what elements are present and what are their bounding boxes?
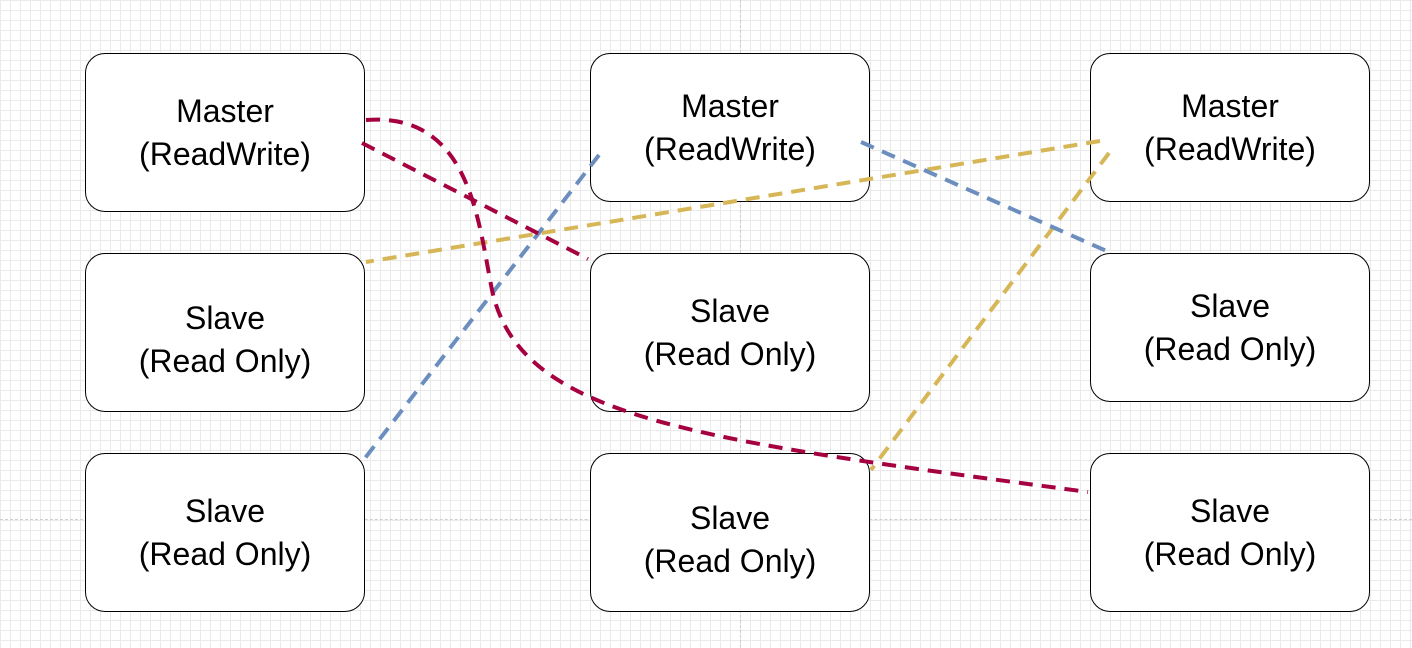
slave-node-2a[interactable]: Slave (Read Only) <box>590 253 870 412</box>
node-subtitle: (Read Only) <box>138 535 312 572</box>
node-title: Slave <box>184 299 266 336</box>
node-subtitle: (Read Only) <box>138 342 312 379</box>
connector-crimson-m1-s2a[interactable] <box>361 141 589 261</box>
slave-node-3a[interactable]: Slave (Read Only) <box>1090 253 1370 402</box>
node-title: Master <box>176 92 274 129</box>
master-node-3[interactable]: Master (ReadWrite) <box>1090 53 1370 202</box>
node-title: Master <box>681 87 779 124</box>
slave-node-1a[interactable]: Slave (Read Only) <box>85 253 365 412</box>
node-subtitle: (ReadWrite) <box>139 135 311 172</box>
node-title: Slave <box>1189 287 1271 324</box>
connector-blue-m2-s3a[interactable] <box>860 140 1112 255</box>
node-subtitle: (Read Only) <box>643 335 817 372</box>
connector-blue-m2-s1b[interactable] <box>360 153 601 464</box>
connector-gold-m3-s2b[interactable] <box>869 151 1111 472</box>
master-node-2[interactable]: Master (ReadWrite) <box>590 53 870 202</box>
node-subtitle: (Read Only) <box>643 542 817 579</box>
node-title: Master <box>1181 87 1279 124</box>
node-title: Slave <box>689 292 771 329</box>
slave-node-2b[interactable]: Slave (Read Only) <box>590 453 870 612</box>
master-node-1[interactable]: Master (ReadWrite) <box>85 53 365 212</box>
node-subtitle: (Read Only) <box>1143 330 1317 367</box>
slave-node-3b[interactable]: Slave (Read Only) <box>1090 453 1370 612</box>
node-title: Slave <box>1189 492 1271 529</box>
node-subtitle: (Read Only) <box>1143 535 1317 572</box>
node-subtitle: (ReadWrite) <box>1144 130 1316 167</box>
node-subtitle: (ReadWrite) <box>644 130 816 167</box>
node-title: Slave <box>689 499 771 536</box>
slave-node-1b[interactable]: Slave (Read Only) <box>85 453 365 612</box>
node-title: Slave <box>184 492 266 529</box>
